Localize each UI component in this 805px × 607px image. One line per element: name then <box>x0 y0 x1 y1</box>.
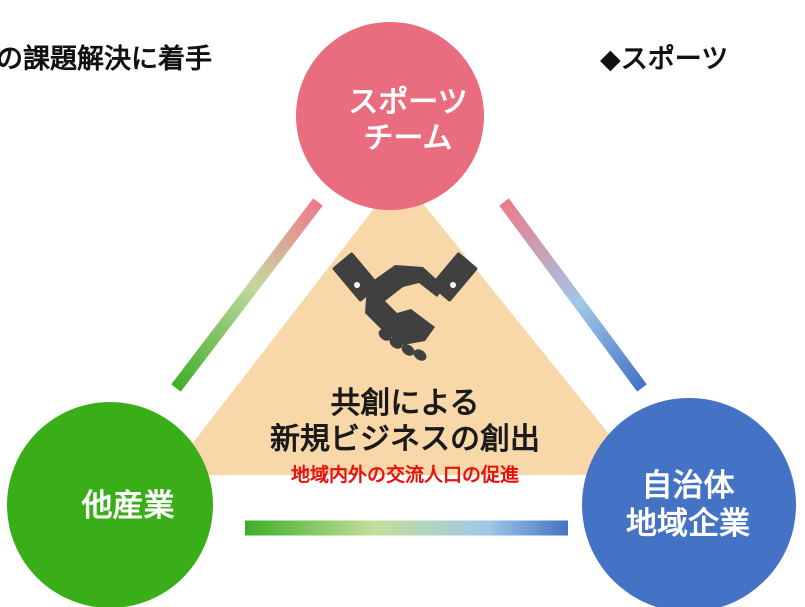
connector-top-right <box>499 198 647 392</box>
center-subtitle: 地域内外の交流人口の促進 <box>291 463 519 486</box>
node-local-government-label-line1: 自治体 <box>642 468 735 504</box>
center-title-line2: 新規ビジネスの創出 <box>270 422 540 457</box>
node-other-industries <box>7 402 213 607</box>
node-local-government-label-line2: 地域企業 <box>626 506 750 542</box>
center-title-line1: 共創による <box>330 386 479 421</box>
node-sports-team-label-line1: スポーツ <box>348 85 467 120</box>
connector-top-left <box>171 198 323 392</box>
node-sports-team <box>296 22 484 210</box>
heading-fragment-left: の課題解決に着手 <box>0 44 212 75</box>
node-local-government <box>582 398 796 607</box>
heading-fragment-right: ◆スポーツ <box>600 44 729 75</box>
handshake-icon <box>332 252 478 361</box>
node-other-industries-label: 他産業 <box>81 488 175 524</box>
node-sports-team-label-line2: チーム <box>363 121 452 156</box>
